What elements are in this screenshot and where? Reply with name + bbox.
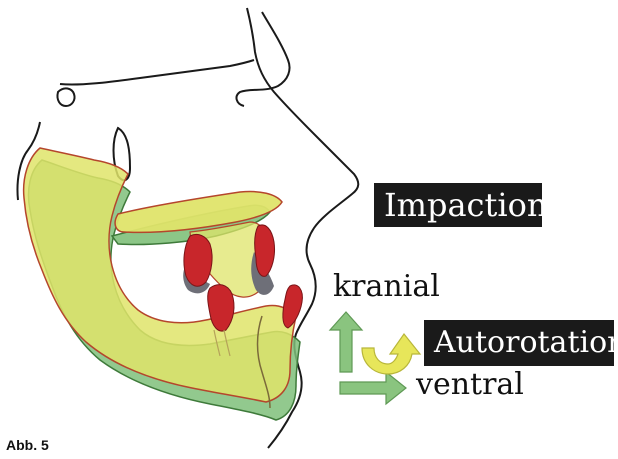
tooth-premolar-upper xyxy=(255,225,275,276)
arrow-kranial xyxy=(330,312,362,372)
tooth-incisor xyxy=(283,285,303,328)
label-kranial: kranial xyxy=(333,272,440,302)
nose-outline xyxy=(237,12,290,106)
label-ventral: ventral xyxy=(416,370,524,400)
arrow-autorotation xyxy=(362,334,420,374)
label-autorotation: Autorotation xyxy=(424,320,614,366)
arrow-ventral xyxy=(340,372,406,404)
tooth-molar-upper xyxy=(184,234,212,286)
label-impaction: Impaction xyxy=(374,183,542,227)
orbit-line xyxy=(60,60,254,85)
eye-socket-outline xyxy=(57,88,74,106)
figure-caption: Abb. 5 xyxy=(6,438,49,452)
